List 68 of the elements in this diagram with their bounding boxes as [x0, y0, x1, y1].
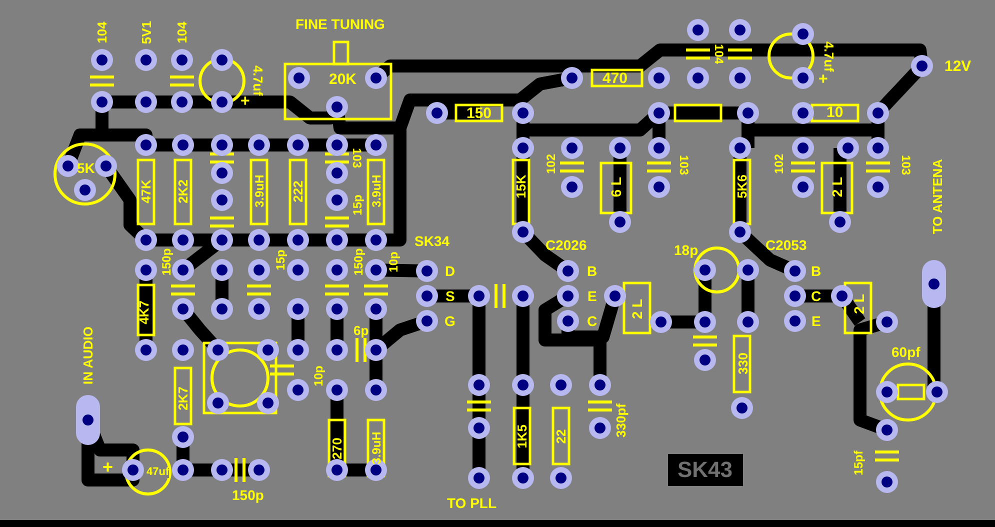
- silkscreen-label: 102: [773, 154, 786, 174]
- silkscreen-label: 4K7: [137, 300, 150, 324]
- silkscreen-label: 15p: [350, 194, 363, 216]
- silkscreen-label: 3.9uH: [252, 174, 265, 208]
- board-id-label: SK43: [668, 454, 743, 486]
- pin-label: E: [588, 289, 597, 303]
- silkscreen-label: 15K: [514, 174, 528, 198]
- silkscreen-label: 104: [175, 21, 188, 43]
- silkscreen-label: +: [818, 72, 828, 88]
- silkscreen-label: 47uf: [146, 466, 170, 478]
- silkscreen-label: 103: [351, 148, 364, 168]
- silkscreen-label: 150: [466, 106, 492, 120]
- silkscreen-label: 22: [554, 428, 568, 444]
- silkscreen-label: SK34: [414, 234, 450, 248]
- silkscreen-label: +: [240, 94, 250, 110]
- pin-label: G: [444, 314, 456, 328]
- silkscreen-label: 2 L: [830, 176, 844, 198]
- pin-label: C: [587, 314, 598, 328]
- silkscreen-label: 470: [602, 70, 628, 86]
- silkscreen-label: 104: [96, 20, 108, 45]
- silkscreen-label: 3.9uH: [370, 432, 382, 464]
- silkscreen-label: IN AUDIO: [82, 326, 95, 384]
- component-label: FINE TUNING: [296, 17, 385, 31]
- silkscreen-label: 20K: [329, 72, 357, 86]
- silkscreen-label: C2026: [546, 238, 587, 252]
- silkscreen-label: 10p: [312, 366, 324, 386]
- silkscreen-label: 2 L: [852, 294, 866, 314]
- silkscreen-label: 47K: [139, 179, 152, 203]
- pin-label: D: [445, 264, 456, 278]
- silkscreen-label: 2 L: [630, 298, 644, 320]
- silkscreen-label: 15pf: [852, 450, 864, 476]
- silkscreen-label: TO ANTENA: [930, 158, 944, 234]
- silkscreen-label: 5K: [77, 161, 95, 175]
- pin-label: B: [587, 264, 598, 278]
- silkscreen-label: 104: [713, 44, 726, 64]
- silkscreen-label: 270: [330, 437, 344, 459]
- silkscreen-label: 4.7uf: [252, 64, 265, 96]
- pin-label: C: [811, 289, 822, 303]
- silkscreen-label: 5V1: [140, 20, 153, 44]
- silkscreen-label: 18p: [674, 243, 698, 257]
- silkscreen-label: 102: [545, 154, 558, 174]
- silkscreen-label: C2053: [766, 238, 807, 252]
- silkscreen-label: 103: [678, 154, 690, 176]
- silkscreen-label: 3.9uH: [370, 174, 382, 208]
- silkscreen-label: +: [102, 458, 114, 476]
- silkscreen-label: TO PLL: [447, 496, 497, 510]
- pin-label: E: [812, 314, 821, 328]
- silkscreen-label: 6p: [354, 324, 369, 336]
- silkscreen-label: 10p: [386, 252, 399, 272]
- pin-label: S: [446, 289, 455, 303]
- silkscreen-label: 150p: [160, 248, 172, 276]
- silkscreen-label: 2K7: [176, 386, 190, 410]
- silkscreen-label: 60pf: [892, 345, 920, 359]
- silkscreen-label: 150p: [232, 488, 264, 502]
- silkscreen-label: 5K6: [735, 174, 748, 198]
- silkscreen-label: 15p: [274, 250, 286, 270]
- silkscreen-label: 150p: [352, 248, 364, 276]
- silkscreen-label: 2K2: [176, 179, 190, 203]
- silkscreen-label: 222: [291, 180, 304, 202]
- pin-label: B: [811, 264, 822, 278]
- silkscreen-label: 1K5: [515, 424, 528, 448]
- silkscreen-label: 4.7uf: [822, 40, 836, 72]
- silkscreen-label: 330pf: [614, 403, 628, 437]
- silkscreen-label: 330: [736, 352, 750, 374]
- silkscreen-label: 103: [900, 154, 912, 176]
- silkscreen-label: 10: [826, 104, 844, 120]
- silkscreen-label: 6 L: [609, 176, 624, 198]
- silkscreen-label: 12V: [944, 58, 972, 74]
